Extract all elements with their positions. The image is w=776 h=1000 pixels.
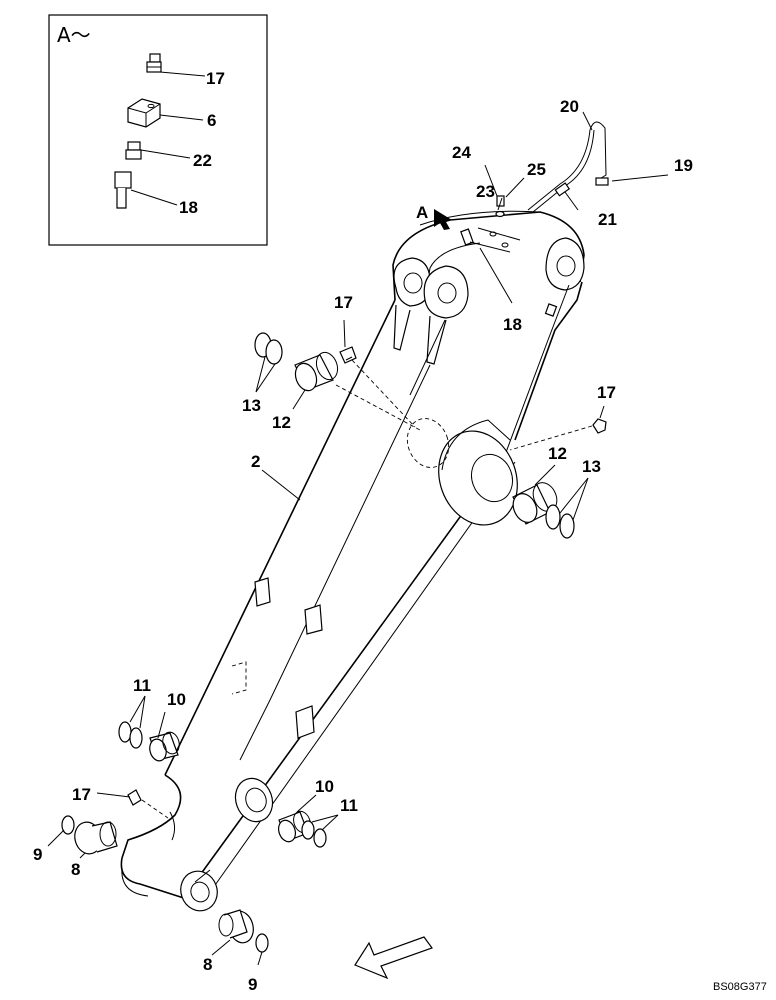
callout-20: 20: [560, 97, 579, 116]
callout-8-left: 8: [71, 860, 80, 879]
callout-13-right: 13: [582, 457, 601, 476]
view-a-marker: A: [416, 203, 452, 230]
callout-12-right: 12: [548, 444, 567, 463]
drawing-code: BS08G377: [713, 981, 767, 993]
top-grease-assembly: [460, 195, 521, 253]
inset-adapter: [125, 141, 142, 160]
callout-19: 19: [674, 156, 693, 175]
callout-11-right: 11: [340, 796, 358, 815]
callout-25: 25: [527, 160, 546, 179]
callout-inset-6: 6: [207, 111, 216, 130]
inset-title: A～: [57, 23, 91, 47]
right-pin-parts: [512, 482, 575, 539]
callout-24: 24: [452, 143, 471, 162]
inset-detail-a: A～: [48, 14, 268, 246]
direction-arrow-icon: [354, 936, 433, 980]
callout-8-bottom: 8: [203, 955, 212, 974]
left-upper-parts: [254, 332, 357, 392]
callout-21: 21: [598, 210, 617, 229]
arm-assembly: [120, 121, 609, 912]
callout-9-left: 9: [33, 845, 42, 864]
view-a-letter: A: [416, 203, 428, 222]
left-lower-parts: [118, 721, 180, 762]
callout-inset-22: 22: [193, 151, 212, 170]
callout-18: 18: [503, 315, 522, 334]
callout-12-left: 12: [272, 413, 291, 432]
bottom-right-parts: [277, 810, 327, 848]
callout-11-left: 11: [133, 676, 151, 695]
callout-17-right: 17: [597, 383, 616, 402]
callout-17-bottom: 17: [72, 785, 91, 804]
callout-labels: 17 6 22 18 20 24 25 19 23 21 18 17 13 12…: [33, 69, 693, 994]
callout-23: 23: [476, 182, 495, 201]
callout-inset-18: 18: [179, 198, 198, 217]
callout-9-bottom: 9: [248, 975, 257, 994]
view-arrow-icon: [434, 209, 452, 230]
bottom-center-parts: [218, 909, 269, 953]
callout-10-left: 10: [167, 690, 186, 709]
callout-17-top: 17: [334, 293, 353, 312]
callout-10-right: 10: [315, 777, 334, 796]
bottom-left-parts: [61, 815, 118, 855]
inset-block: [127, 98, 161, 128]
callout-2: 2: [251, 452, 260, 471]
inset-grease-nipple: [146, 53, 162, 73]
callout-inset-17: 17: [206, 69, 225, 88]
inset-pipe: [114, 171, 132, 209]
leader-lines: [47, 111, 669, 966]
callout-13-left: 13: [242, 396, 261, 415]
